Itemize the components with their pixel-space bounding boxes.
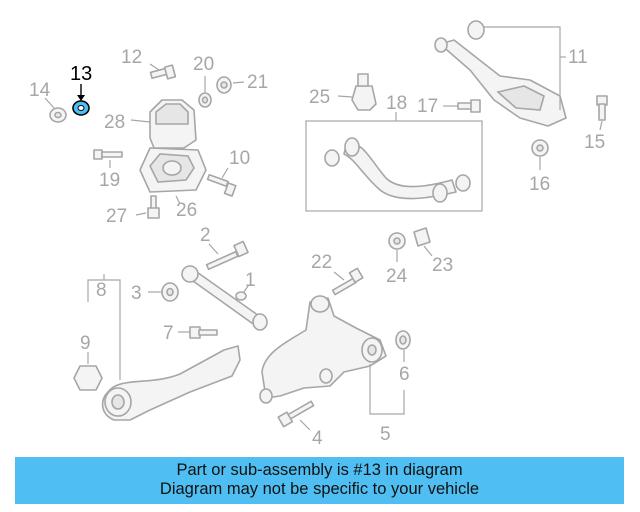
part-3-bushing: [148, 282, 179, 302]
callout-22: 22: [311, 252, 332, 273]
part-6-bushing: [395, 330, 411, 362]
part-12-bolt: [149, 63, 177, 80]
callout-6: 6: [399, 364, 410, 385]
callout-14: 14: [29, 80, 51, 101]
part-23-clip: [413, 227, 433, 257]
callout-13: 13: [70, 63, 92, 85]
part-20-washer: [198, 76, 212, 108]
callout-12: 12: [121, 47, 142, 68]
callout-26: 26: [176, 200, 197, 221]
part-19-bolt: [93, 149, 123, 168]
callout-21: 21: [247, 72, 268, 93]
part-17-bolt: [443, 99, 481, 113]
callout-25: 25: [309, 87, 330, 108]
callout-4: 4: [312, 428, 323, 449]
callout-15: 15: [584, 132, 605, 153]
callout-8: 8: [96, 280, 107, 301]
banner-line-1: Part or sub-assembly is #13 in diagram: [176, 461, 463, 479]
part-25-bracket: [337, 73, 377, 111]
part-18-link-assembly: [305, 112, 483, 212]
callout-11: 11: [568, 47, 588, 68]
callout-2: 2: [200, 225, 211, 246]
callout-24: 24: [386, 266, 408, 287]
callout-19: 19: [99, 170, 120, 191]
part-11-upper-arm: [434, 20, 567, 127]
callout-20: 20: [193, 54, 214, 75]
part-1-lateral-link: [181, 265, 268, 331]
part-21-nut: [216, 76, 245, 94]
part-8-trailing-arm: [87, 274, 241, 421]
callout-23: 23: [432, 255, 453, 276]
callout-27: 27: [106, 206, 127, 227]
part-28-bracket: [130, 99, 197, 149]
part-7-bolt: [178, 326, 218, 339]
part-5-group: [369, 364, 405, 415]
banner-line-2: Diagram may not be specific to your vehi…: [159, 480, 480, 498]
part-2-bolt: [205, 240, 249, 271]
callout-5: 5: [380, 424, 391, 445]
part-14-nut: [49, 107, 67, 123]
part-4-bolt: [277, 400, 315, 431]
callout-18: 18: [386, 93, 407, 114]
knuckle: [259, 295, 387, 404]
part-10-bolt: [206, 167, 237, 197]
callout-9: 9: [80, 333, 91, 354]
part-27-bolt: [135, 195, 160, 219]
part-26-mount: [139, 147, 207, 205]
part-24-nut: [388, 232, 406, 262]
callout-28: 28: [104, 112, 125, 133]
callout-16: 16: [529, 174, 550, 195]
part-9-cover: [73, 352, 103, 391]
part-15-bolt: [596, 95, 608, 131]
part-22-bolt: [331, 267, 364, 296]
callout-3: 3: [131, 283, 142, 304]
callout-7: 7: [163, 323, 174, 344]
info-banner: Part or sub-assembly is #13 in diagram D…: [15, 457, 624, 504]
callout-17: 17: [417, 96, 438, 117]
part-13-washer[interactable]: [72, 84, 90, 116]
part-16-nut: [531, 139, 549, 170]
callout-10: 10: [229, 148, 250, 169]
callout-1: 1: [245, 270, 256, 291]
